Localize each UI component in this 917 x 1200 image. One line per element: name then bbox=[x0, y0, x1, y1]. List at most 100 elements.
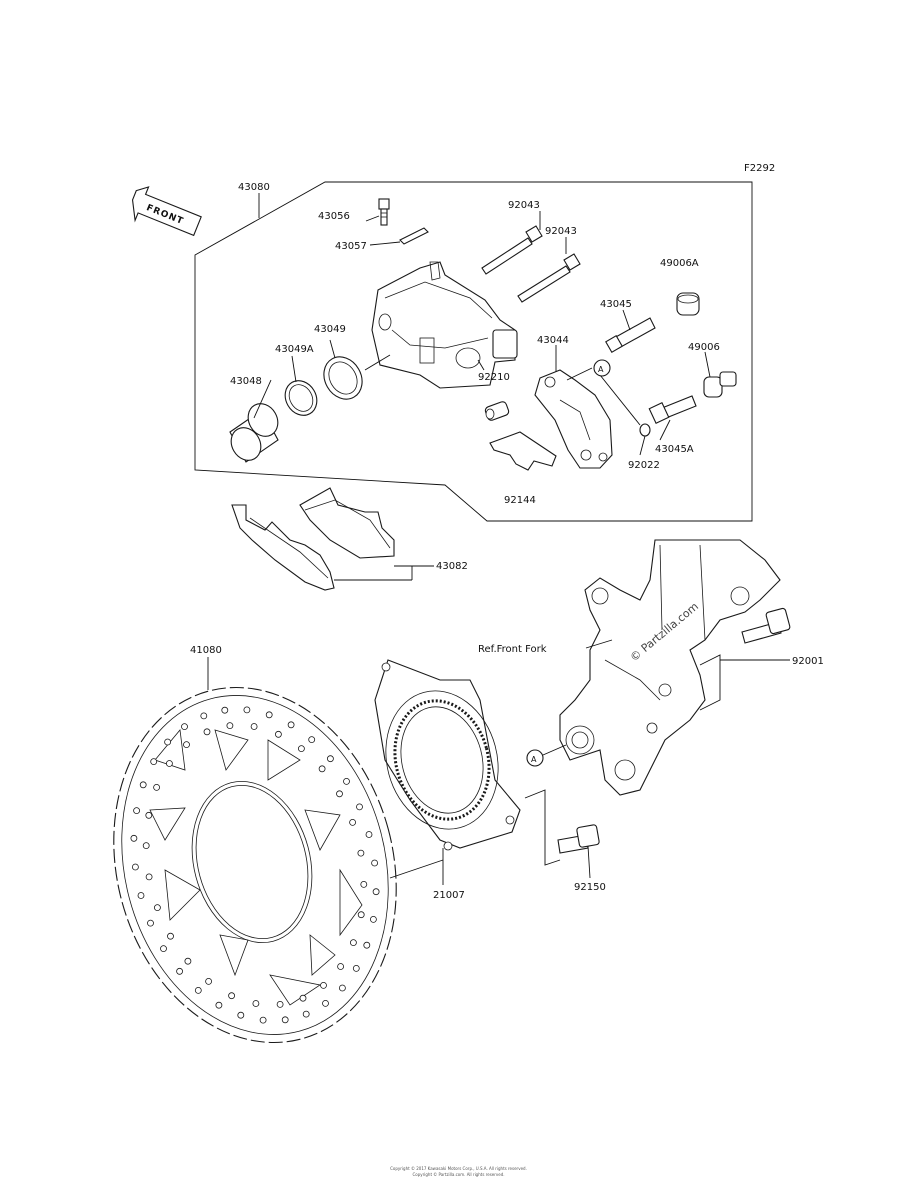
label-92144: 92144 bbox=[504, 495, 536, 506]
disc-drill-hole bbox=[164, 738, 172, 746]
label-49006A: 49006A bbox=[660, 258, 699, 269]
callout-a-fork-letter: A bbox=[531, 755, 537, 764]
label-43056: 43056 bbox=[318, 211, 350, 222]
disc-drill-hole bbox=[142, 842, 150, 849]
disc-drill-hole bbox=[147, 919, 154, 927]
disc-drill-hole bbox=[365, 831, 373, 838]
disc-drill-hole bbox=[167, 932, 174, 940]
disc-drill-hole bbox=[287, 721, 295, 729]
disc-drill-hole bbox=[363, 941, 371, 949]
ref-front-fork-label: Ref.Front Fork bbox=[478, 644, 547, 655]
label-43045: 43045 bbox=[600, 299, 632, 310]
disc-drill-hole bbox=[203, 728, 211, 736]
mounting-bolt-92001 bbox=[741, 607, 791, 644]
disc-drill-hole bbox=[226, 722, 234, 729]
disc-drill-hole bbox=[184, 957, 192, 965]
disc-drill-hole bbox=[357, 911, 365, 919]
disc-drill-hole bbox=[153, 784, 161, 791]
label-92043-upper: 92043 bbox=[508, 200, 540, 211]
label-43080: 43080 bbox=[238, 182, 270, 193]
caliper-bracket-pin bbox=[605, 317, 656, 353]
disc-drill-hole bbox=[343, 778, 350, 785]
disc-drill-hole bbox=[360, 881, 368, 888]
disc-drill-hole bbox=[215, 1001, 223, 1009]
bleeder-cap bbox=[399, 227, 429, 245]
figure-code: F2292 bbox=[744, 163, 775, 174]
disc-drill-hole bbox=[326, 755, 334, 763]
disc-drill-hole bbox=[181, 723, 188, 730]
disc-drill-hole bbox=[250, 723, 258, 730]
disc-drill-hole bbox=[371, 859, 379, 867]
disc-drill-hole bbox=[176, 967, 184, 975]
disc-drill-hole bbox=[337, 963, 345, 970]
label-92043-lower: 92043 bbox=[545, 226, 577, 237]
disc-drill-hole bbox=[221, 706, 229, 714]
disc-drill-hole bbox=[352, 965, 360, 972]
disc-drill-hole bbox=[302, 1010, 310, 1018]
brake-pad-pair bbox=[231, 487, 395, 591]
disc-drill-hole bbox=[320, 982, 327, 989]
copyright-line-1: Copyright © 2017 Kawasaki Motors Corp., … bbox=[390, 1166, 527, 1171]
brake-caliper-body bbox=[371, 261, 518, 389]
disc-drill-hole bbox=[349, 939, 357, 946]
disc-drill-hole bbox=[308, 736, 316, 743]
disc-drill-hole bbox=[228, 992, 236, 1000]
label-92210: 92210 bbox=[478, 372, 510, 383]
label-43082: 43082 bbox=[436, 561, 468, 572]
disc-drill-hole bbox=[357, 849, 365, 857]
disc-drill-hole bbox=[153, 904, 161, 911]
label-43049A: 43049A bbox=[275, 344, 314, 355]
front-direction-arrow: FRONT bbox=[131, 186, 202, 237]
label-41080: 41080 bbox=[190, 645, 222, 656]
disc-drill-hole bbox=[130, 834, 138, 842]
caliper-piston bbox=[229, 403, 279, 463]
label-92150: 92150 bbox=[574, 882, 606, 893]
abs-sensor-rotor bbox=[374, 659, 521, 851]
label-43049: 43049 bbox=[314, 324, 346, 335]
disc-drill-hole bbox=[137, 892, 145, 899]
disc-drill-hole bbox=[145, 873, 153, 881]
disc-drill-hole bbox=[237, 1011, 245, 1019]
copyright-footer: Copyright © 2017 Kawasaki Motors Corp., … bbox=[0, 1166, 917, 1178]
callout-a-bracket bbox=[593, 359, 611, 377]
callout-a-fork bbox=[526, 749, 544, 767]
label-92001: 92001 bbox=[792, 656, 824, 667]
disc-drill-hole bbox=[131, 863, 139, 871]
disc-drill-hole bbox=[372, 888, 380, 896]
caliper-bracket bbox=[534, 369, 613, 469]
leader-lines bbox=[253, 193, 711, 456]
slide-pin-upper bbox=[481, 225, 543, 275]
disc-drill-hole bbox=[194, 987, 202, 994]
disc-drill-hole bbox=[276, 1001, 284, 1008]
disc-drill-hole bbox=[150, 758, 158, 765]
disc-drill-hole bbox=[160, 945, 167, 952]
disc-drill-hole bbox=[356, 803, 363, 811]
disc-drill-hole bbox=[274, 730, 282, 738]
caliper-bracket-pin-a bbox=[648, 395, 697, 424]
disc-drill-hole bbox=[133, 807, 141, 814]
pad-spring bbox=[489, 431, 557, 471]
disc-drill-hole bbox=[243, 706, 251, 714]
disc-drill-hole bbox=[338, 984, 346, 992]
copyright-line-2: Copyright © Partzilla.com. All rights re… bbox=[412, 1172, 505, 1177]
bracket-sleeve bbox=[484, 401, 510, 421]
rubber-boot-49006 bbox=[703, 371, 737, 398]
disc-drill-hole bbox=[145, 811, 153, 819]
label-92022: 92022 bbox=[628, 460, 660, 471]
disc-drill-hole bbox=[336, 790, 343, 798]
rubber-boot-49006A bbox=[676, 292, 700, 316]
disc-drill-hole bbox=[281, 1016, 289, 1024]
bleeder-valve bbox=[378, 198, 390, 226]
disc-drill-hole bbox=[299, 994, 307, 1002]
washer-92022 bbox=[639, 423, 651, 437]
label-43045A: 43045A bbox=[655, 444, 694, 455]
disc-drill-hole bbox=[252, 1000, 260, 1007]
disc-drill-hole bbox=[318, 765, 326, 773]
label-43044: 43044 bbox=[537, 335, 569, 346]
caliper-assembly-outline bbox=[194, 181, 753, 522]
disc-drill-hole bbox=[183, 741, 190, 748]
callout-a-bracket-letter: A bbox=[598, 365, 604, 374]
disc-drill-hole bbox=[265, 711, 273, 719]
